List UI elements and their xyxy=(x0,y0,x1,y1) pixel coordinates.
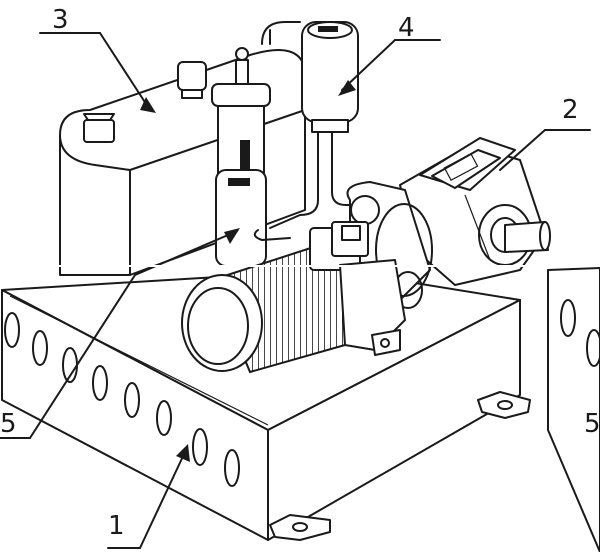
gearbox xyxy=(399,137,551,286)
mounting-feet xyxy=(269,391,531,541)
label-4: 4 xyxy=(398,13,415,43)
breather-cap xyxy=(177,61,207,99)
filler-cap xyxy=(83,113,115,143)
hydraulic-tank xyxy=(59,49,306,276)
accumulator xyxy=(253,21,361,241)
label-3: 3 xyxy=(52,5,69,35)
label-5-right: 5 xyxy=(584,409,600,439)
callout-labels: 3 4 2 1 5 5 xyxy=(0,5,600,541)
label-2: 2 xyxy=(562,95,579,125)
electric-motor xyxy=(181,221,406,374)
leader-lines xyxy=(0,32,591,549)
valve-tower xyxy=(211,47,271,267)
label-1: 1 xyxy=(108,511,125,541)
label-5-left: 5 xyxy=(0,409,17,439)
second-unit-partial xyxy=(547,267,600,552)
